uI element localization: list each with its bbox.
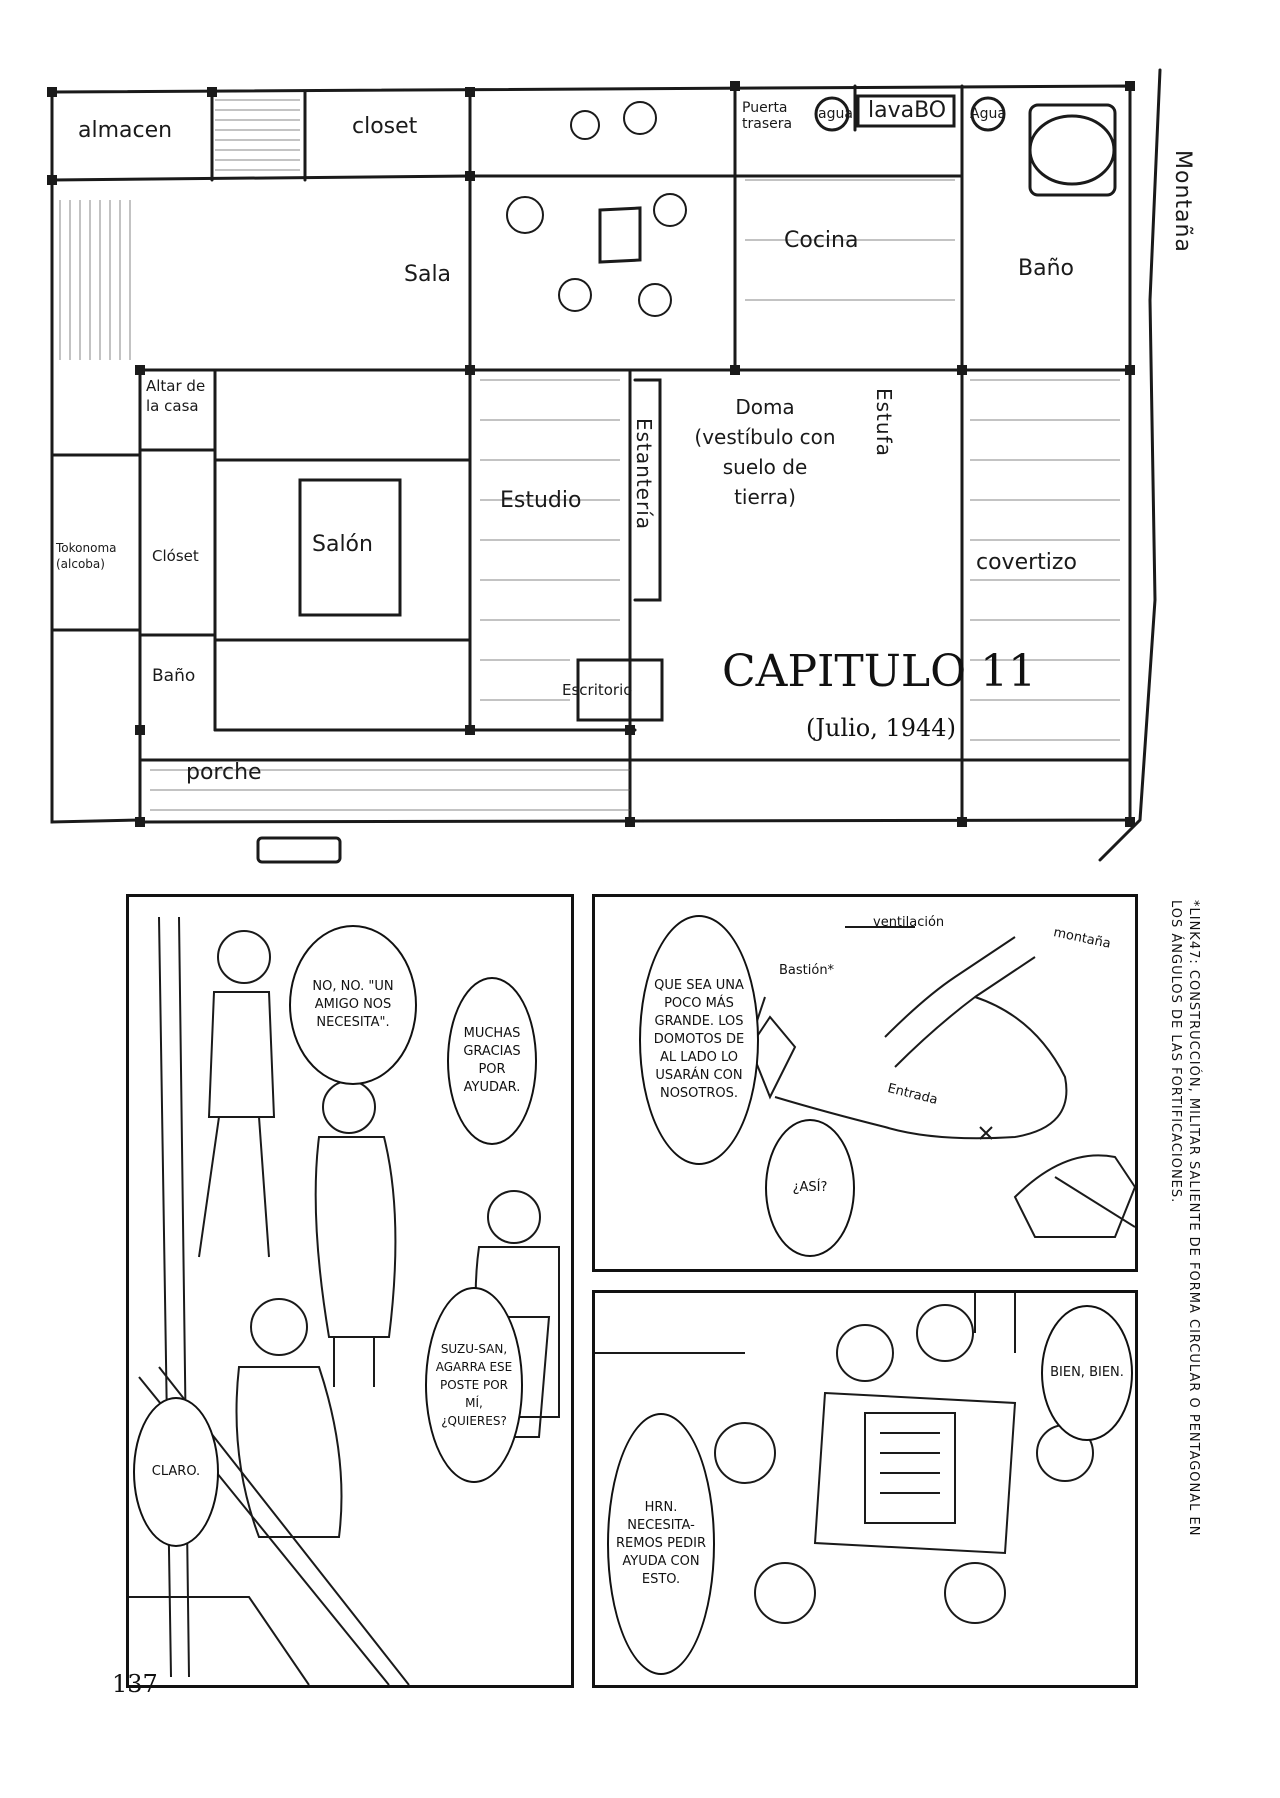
room-porche: porche xyxy=(186,760,262,785)
panel-top-right: ventilación montaña Bastión* Entrada QUE… xyxy=(592,894,1138,1272)
room-estufa: Estufa xyxy=(872,388,896,457)
speech-bubble-4: CLARO. xyxy=(133,1397,219,1547)
label-montana: Montaña xyxy=(1170,150,1195,253)
chapter-subtitle: (Julio, 1944) xyxy=(806,714,956,742)
room-estudio: Estudio xyxy=(500,488,582,513)
label-agua-left: agua xyxy=(818,106,853,122)
speech-bubble-3: SUZU-SAN, AGARRA ESE POSTE POR MÍ, ¿QUIE… xyxy=(425,1287,523,1483)
speech-bubble-8: HRN. NECESITA-REMOS PEDIR AYUDA CON ESTO… xyxy=(607,1413,715,1675)
panel-bottom-right: BIEN, BIEN. HRN. NECESITA-REMOS PEDIR AY… xyxy=(592,1290,1138,1688)
room-salon: Salón xyxy=(312,532,373,557)
panel-top-right-drawing xyxy=(748,926,1135,1238)
speech-bubble-5: QUE SEA UNA POCO MÁS GRANDE. LOS DOMOTOS… xyxy=(639,915,759,1165)
speech-bubble-2: MUCHAS GRACIAS POR AYUDAR. xyxy=(447,977,537,1145)
speech-bubble-6: ¿ASÍ? xyxy=(765,1119,855,1257)
map-label-bastion: Bastión* xyxy=(779,963,835,978)
footnote: *LINK47: CONSTRUCCIÓN, MILITAR SALIENTE … xyxy=(1168,900,1201,1537)
room-altar: Altar de la casa xyxy=(146,377,206,415)
map-label-ventilacion: ventilación xyxy=(873,915,945,930)
speech-bubble-7: BIEN, BIEN. xyxy=(1041,1305,1133,1441)
floor-plan-drawing xyxy=(47,68,1162,864)
room-cocina: Cocina xyxy=(784,228,859,253)
page-number: 137 xyxy=(112,1670,158,1698)
room-bano-right: Baño xyxy=(1018,256,1074,281)
room-puerta-trasera: Puerta trasera xyxy=(742,100,793,132)
room-escritorio: Escritorio xyxy=(562,681,633,699)
room-tokonoma: Tokonoma (alcoba) xyxy=(56,541,117,571)
room-estanteria: Estantería xyxy=(632,418,656,531)
room-doma: Doma (vestíbulo con suelo de tierra) xyxy=(694,395,836,509)
floor-plan: almacen closet Sala Puerta trasera agua … xyxy=(0,0,1280,880)
label-agua-right: Agua xyxy=(970,106,1006,122)
room-almacen: almacen xyxy=(78,118,173,143)
room-bano-left: Baño xyxy=(152,666,196,686)
room-lavabo: lavaBO xyxy=(868,98,947,123)
chapter-title: CAPITULO 11 xyxy=(722,646,1037,697)
room-closet-top: closet xyxy=(352,114,418,139)
room-closet-left: Clóset xyxy=(152,547,199,565)
room-covertizo: covertizo xyxy=(976,550,1077,575)
room-sala: Sala xyxy=(404,262,452,287)
panel-bottom-right-drawing xyxy=(595,1293,1094,1624)
panel-left: NO, NO. "UN AMIGO NOS NECESITA". MUCHAS … xyxy=(126,894,574,1688)
speech-bubble-1: NO, NO. "UN AMIGO NOS NECESITA". xyxy=(289,925,417,1085)
